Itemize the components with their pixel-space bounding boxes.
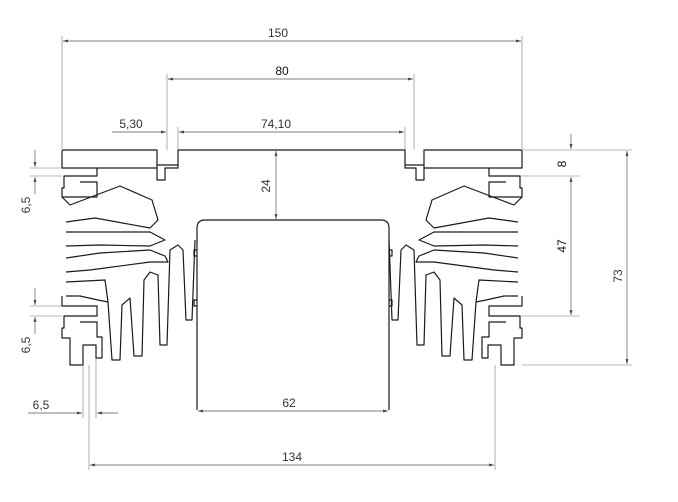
left-fingers	[107, 239, 196, 361]
right-fins	[415, 185, 523, 303]
dim-foot-width: 6,5	[33, 398, 50, 412]
dim-top-gap: 24	[259, 179, 273, 193]
heatsink-profile	[61, 149, 523, 410]
central-base	[196, 219, 390, 410]
top-plate-outline	[61, 149, 523, 166]
left-bottom-slot	[61, 296, 103, 366]
dim-inner-span: 74,10	[261, 117, 291, 131]
dim-foot-span: 134	[282, 450, 302, 464]
right-top-ledge	[404, 165, 489, 181]
dim-slot-height-left-top: 6,5	[19, 196, 33, 213]
dim-total-height-right: 73	[611, 269, 625, 283]
right-bottom-slot	[481, 296, 523, 366]
dim-mid-height-right: 47	[555, 239, 569, 253]
dim-small-offset: 5,30	[119, 117, 143, 131]
dim-slot-height-left-bottom: 6,5	[19, 336, 33, 353]
right-fingers	[388, 239, 477, 361]
central-base-right-notch	[389, 249, 393, 307]
dim-top-span: 80	[275, 64, 289, 78]
central-base-left-notch	[193, 249, 197, 307]
dimension-labels: 150 80 5,30 74,10 24 8 47 73 6,5 6,5 6,5…	[19, 26, 625, 464]
left-fins	[61, 185, 169, 303]
left-top-ledge	[97, 165, 179, 181]
dim-base-width: 62	[282, 396, 296, 410]
dim-overall-width: 150	[268, 26, 288, 40]
left-top-slot	[61, 158, 98, 198]
dim-slot-height-right: 8	[555, 160, 569, 167]
right-top-slot	[488, 158, 523, 198]
dimension-lines	[28, 36, 632, 470]
